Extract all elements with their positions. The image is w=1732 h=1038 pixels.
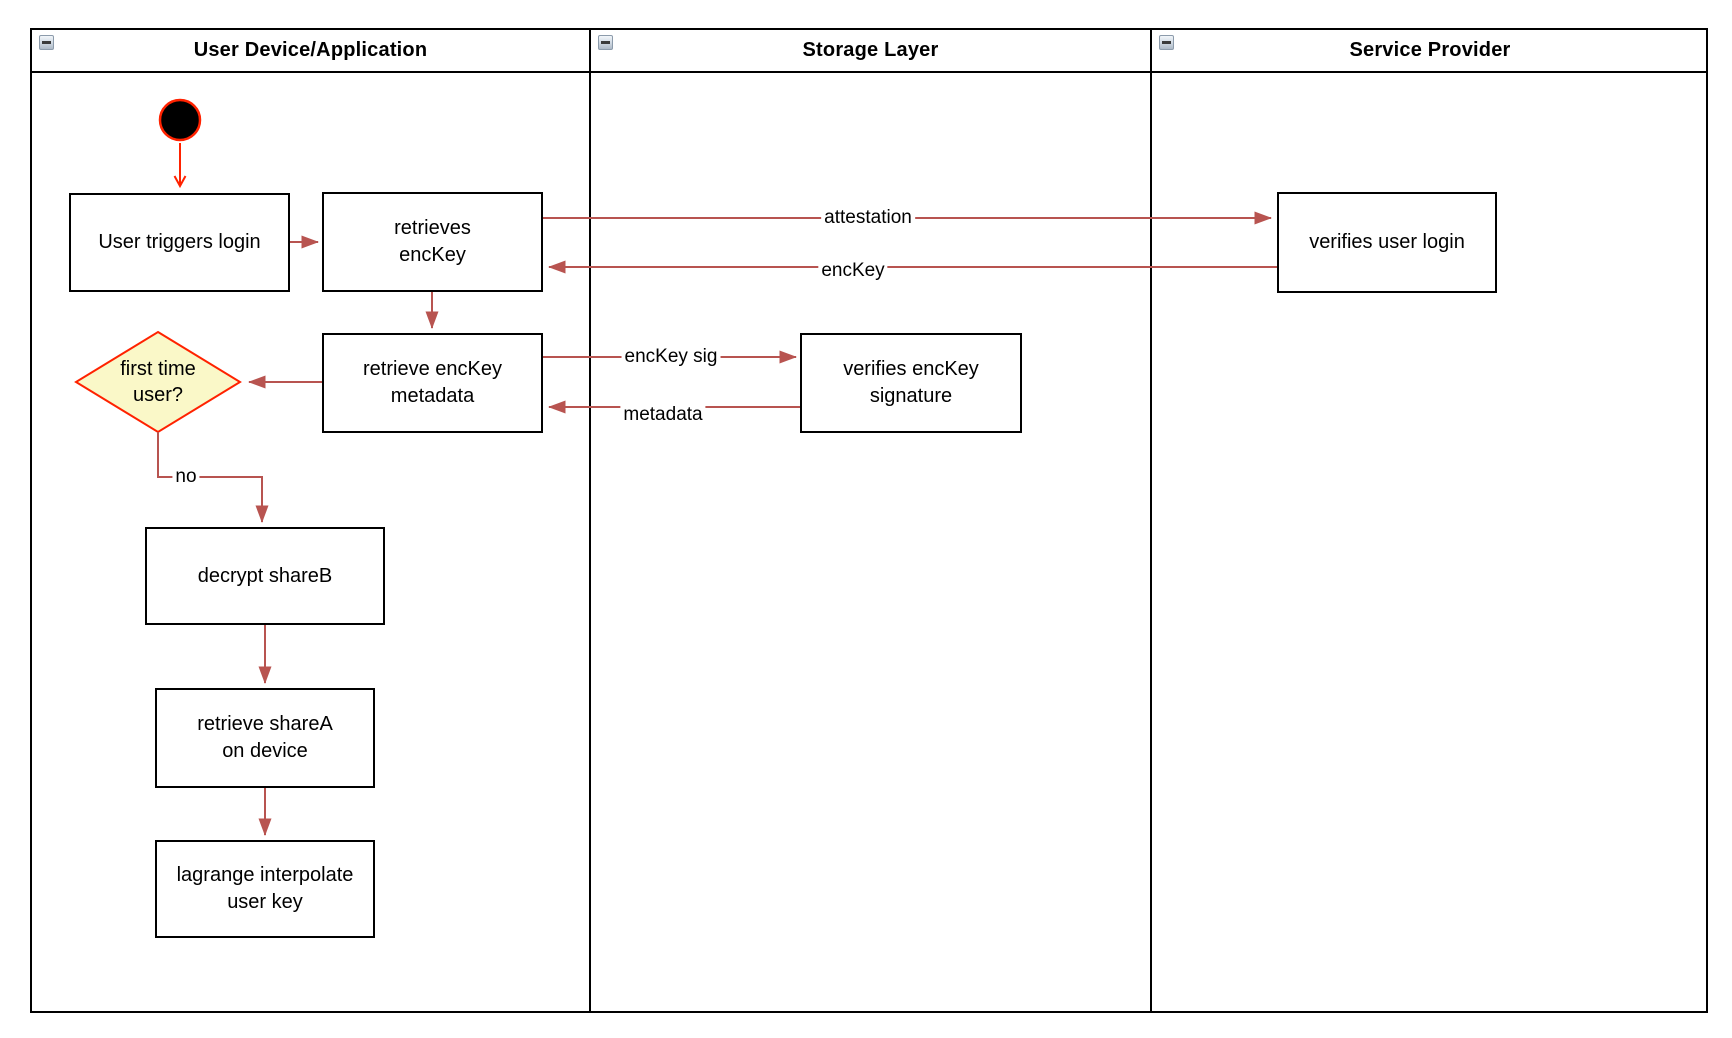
collapse-lane-button[interactable] bbox=[598, 35, 613, 50]
lane-header-storage-layer[interactable]: Storage Layer bbox=[591, 30, 1150, 71]
node-user-triggers-login[interactable]: User triggers login bbox=[69, 193, 290, 292]
lane-title: User Device/Application bbox=[193, 39, 428, 61]
edge-label-metadata: metadata bbox=[620, 404, 706, 426]
lane-title: Storage Layer bbox=[802, 39, 939, 61]
collapse-lane-button[interactable] bbox=[39, 35, 54, 50]
node-retrieve-sharea[interactable]: retrieve shareA on device bbox=[155, 688, 375, 788]
lane-header-separator bbox=[30, 71, 1708, 73]
edge-label-enckey: encKey bbox=[818, 260, 888, 282]
lane-header-user-device[interactable]: User Device/Application bbox=[32, 30, 589, 71]
decision-first-time-user[interactable]: first time user? bbox=[120, 358, 196, 406]
collapse-lane-button[interactable] bbox=[1159, 35, 1174, 50]
minus-icon bbox=[601, 41, 610, 44]
edge-label-no: no bbox=[172, 466, 200, 488]
node-verifies-user-login[interactable]: verifies user login bbox=[1277, 192, 1497, 293]
node-retrieve-enckey-metadata[interactable]: retrieve encKey metadata bbox=[322, 333, 543, 433]
edge-label-enckey-sig: encKey sig bbox=[621, 346, 721, 368]
edge-label-attestation: attestation bbox=[821, 207, 915, 229]
lane-header-service-provider[interactable]: Service Provider bbox=[1152, 30, 1708, 71]
minus-icon bbox=[42, 41, 51, 44]
minus-icon bbox=[1162, 41, 1171, 44]
lane-divider bbox=[1150, 28, 1152, 1013]
node-lagrange-interpolate[interactable]: lagrange interpolate user key bbox=[155, 840, 375, 938]
node-verifies-enckey-signature[interactable]: verifies encKey signature bbox=[800, 333, 1022, 433]
lane-divider bbox=[589, 28, 591, 1013]
node-retrieves-enckey[interactable]: retrieves encKey bbox=[322, 192, 543, 292]
pool-frame bbox=[30, 28, 1708, 1013]
node-decrypt-shareb[interactable]: decrypt shareB bbox=[145, 527, 385, 625]
lane-title: Service Provider bbox=[1349, 39, 1511, 61]
